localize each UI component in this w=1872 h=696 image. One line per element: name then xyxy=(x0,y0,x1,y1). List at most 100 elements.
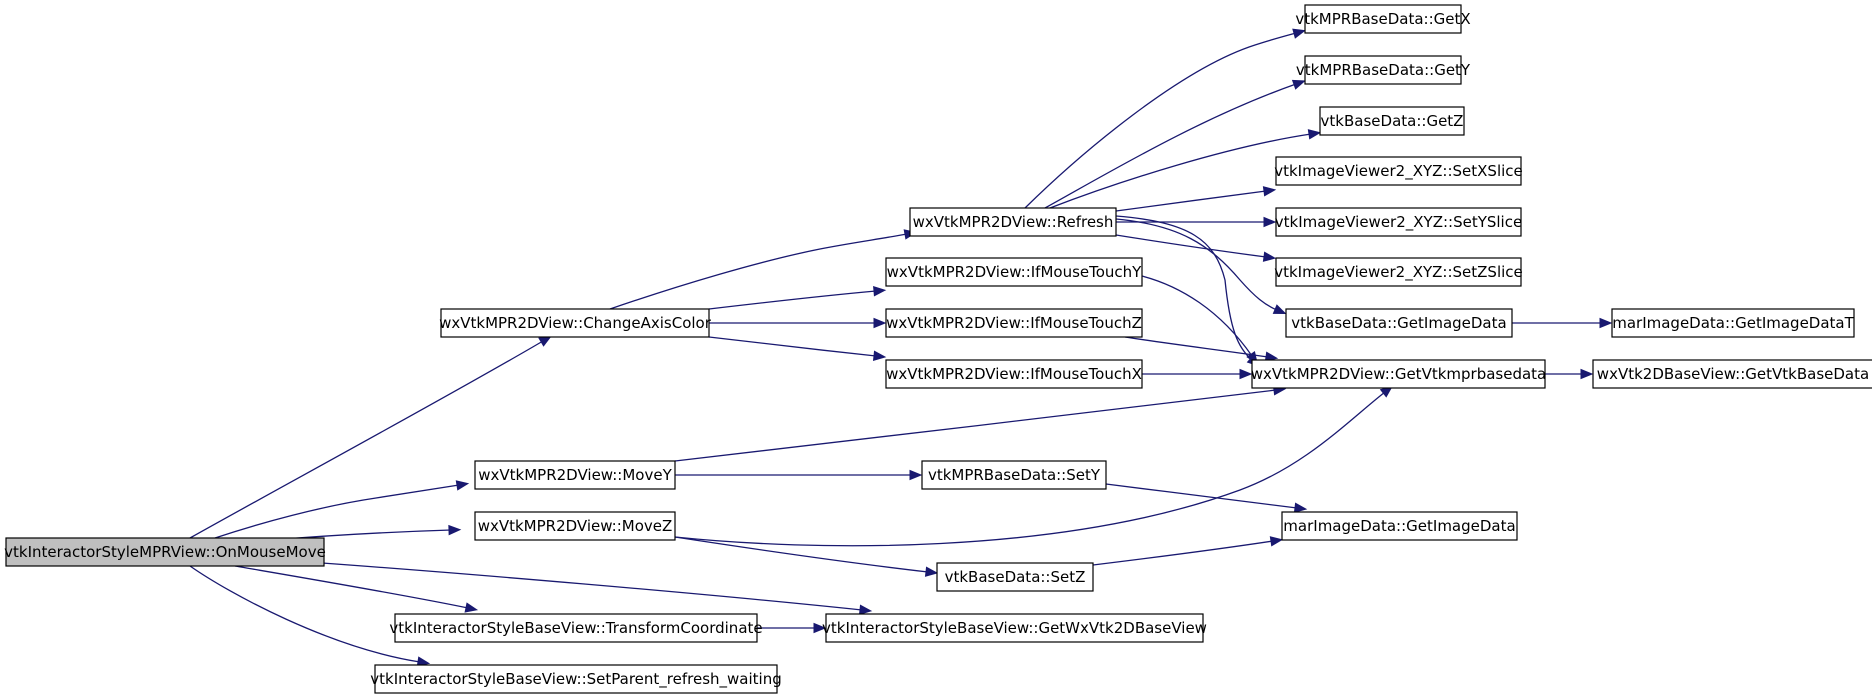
node-ifmousetouchy[interactable]: wxVtkMPR2DView::IfMouseTouchY xyxy=(885,257,1143,287)
edge-line xyxy=(189,340,544,539)
node-box[interactable] xyxy=(909,207,1117,237)
node-label[interactable]: vtkBaseData::SetZ xyxy=(945,568,1086,586)
node-box[interactable] xyxy=(1319,106,1465,136)
node-box[interactable] xyxy=(885,308,1143,338)
edge-line xyxy=(674,391,1386,547)
edge-refresh-to-setzslice xyxy=(1115,234,1277,262)
node-label[interactable]: vtkImageViewer2_XYZ::SetYSlice xyxy=(1275,213,1522,232)
node-label[interactable]: wxVtkMPR2DView::Refresh xyxy=(913,213,1114,231)
node-box[interactable] xyxy=(885,257,1143,287)
node-label[interactable]: wxVtk2DBaseView::GetVtkBaseData xyxy=(1597,365,1869,383)
node-movey[interactable]: wxVtkMPR2DView::MoveY xyxy=(474,460,676,490)
node-mpr_getx[interactable]: vtkMPRBaseData::GetX xyxy=(1295,4,1471,34)
node-label[interactable]: vtkInteractorStyleBaseView::TransformCoo… xyxy=(389,619,762,637)
node-setyslice[interactable]: vtkImageViewer2_XYZ::SetYSlice xyxy=(1275,207,1522,237)
arrowhead-icon xyxy=(873,317,887,329)
node-changeaxiscolor[interactable]: wxVtkMPR2DView::ChangeAxisColor xyxy=(439,308,712,338)
node-box[interactable] xyxy=(1275,257,1522,287)
node-box[interactable] xyxy=(474,460,676,490)
node-getwxvtk2dbaseview[interactable]: vtkInteractorStyleBaseView::GetWxVtk2DBa… xyxy=(822,613,1207,643)
arrowhead-icon xyxy=(448,524,462,536)
node-box[interactable] xyxy=(374,664,778,694)
node-mpr_sety[interactable]: vtkMPRBaseData::SetY xyxy=(921,460,1107,490)
edge-onmousemove-to-transformcoordinate xyxy=(234,565,479,613)
edge-line xyxy=(1115,190,1267,212)
node-box[interactable] xyxy=(5,537,325,567)
node-refresh[interactable]: wxVtkMPR2DView::Refresh xyxy=(909,207,1117,237)
edge-ifmousetouchy-to-getvtkmprbasedata xyxy=(1141,275,1258,365)
edge-refresh-to-base_getimagedata xyxy=(1115,218,1287,314)
node-box[interactable] xyxy=(440,308,710,338)
node-onmousemove[interactable]: vtkInteractorStyleMPRView::OnMouseMove xyxy=(4,537,326,567)
node-box[interactable] xyxy=(1275,207,1522,237)
edge-line xyxy=(234,565,469,609)
arrowhead-icon xyxy=(873,285,887,297)
node-base_getimagedata[interactable]: vtkBaseData::GetImageData xyxy=(1285,308,1513,338)
node-box[interactable] xyxy=(1611,308,1855,338)
edge-changeaxiscolor-to-ifmousetouchy xyxy=(708,285,887,310)
edge-onmousemove-to-setparent xyxy=(189,565,431,667)
arrowhead-icon xyxy=(924,566,939,577)
node-layer: vtkInteractorStyleMPRView::OnMouseMove wx… xyxy=(4,4,1872,694)
node-label[interactable]: wxVtkMPR2DView::IfMouseTouchY xyxy=(887,263,1143,281)
node-ifmousetouchz[interactable]: wxVtkMPR2DView::IfMouseTouchZ xyxy=(885,308,1143,338)
node-label[interactable]: wxVtkMPR2DView::ChangeAxisColor xyxy=(439,314,712,332)
edge-line xyxy=(708,290,877,310)
node-setxslice[interactable]: vtkImageViewer2_XYZ::SetXSlice xyxy=(1274,156,1523,186)
node-label[interactable]: vtkBaseData::GetImageData xyxy=(1291,314,1506,332)
node-label[interactable]: vtkInteractorStyleBaseView::GetWxVtk2DBa… xyxy=(822,619,1207,637)
node-box[interactable] xyxy=(1304,55,1462,85)
node-ifmousetouchx[interactable]: wxVtkMPR2DView::IfMouseTouchX xyxy=(885,359,1143,389)
node-box[interactable] xyxy=(936,562,1094,592)
edge-line xyxy=(1044,83,1297,209)
node-box[interactable] xyxy=(1251,359,1546,389)
edge-line xyxy=(1105,483,1298,509)
node-label[interactable]: vtkMPRBaseData::GetY xyxy=(1296,61,1471,79)
edge-refresh-to-setyslice xyxy=(1116,216,1277,228)
node-label[interactable]: wxVtkMPR2DView::IfMouseTouchX xyxy=(886,365,1142,383)
node-label[interactable]: vtkMPRBaseData::GetX xyxy=(1295,10,1470,28)
node-transformcoordinate[interactable]: vtkInteractorStyleBaseView::TransformCoo… xyxy=(389,613,763,643)
arrowhead-icon xyxy=(1269,536,1284,547)
node-mar_getimagedatat[interactable]: marImageData::GetImageDataT xyxy=(1611,308,1855,338)
node-box[interactable] xyxy=(825,613,1204,643)
node-box[interactable] xyxy=(1275,156,1522,186)
node-setzslice[interactable]: vtkImageViewer2_XYZ::SetZSlice xyxy=(1274,257,1523,287)
node-box[interactable] xyxy=(1285,308,1513,338)
node-movez[interactable]: wxVtkMPR2DView::MoveZ xyxy=(474,511,676,541)
edge-base_getimagedata-to-mar_getimagedatat xyxy=(1512,317,1613,329)
edge-line xyxy=(1124,336,1269,358)
node-box[interactable] xyxy=(1281,511,1518,541)
node-box[interactable] xyxy=(394,613,758,643)
arrowhead-icon xyxy=(1307,129,1322,140)
node-label[interactable]: wxVtkMPR2DView::IfMouseTouchZ xyxy=(886,314,1142,332)
node-label[interactable]: vtkBaseData::GetZ xyxy=(1321,112,1464,130)
node-box[interactable] xyxy=(474,511,676,541)
arrowhead-icon xyxy=(813,622,827,634)
node-label[interactable]: wxVtkMPR2DView::GetVtkmprbasedata xyxy=(1251,365,1547,383)
arrowhead-icon xyxy=(1262,186,1277,197)
edge-ifmousetouchx-to-getvtkmprbasedata xyxy=(1141,368,1253,380)
node-mar_getimagedata[interactable]: marImageData::GetImageData xyxy=(1281,511,1518,541)
node-label[interactable]: wxVtkMPR2DView::MoveY xyxy=(478,466,672,484)
node-label[interactable]: marImageData::GetImageData xyxy=(1283,517,1515,535)
node-box[interactable] xyxy=(885,359,1143,389)
node-base_setz[interactable]: vtkBaseData::SetZ xyxy=(936,562,1094,592)
node-label[interactable]: vtkInteractorStyleMPRView::OnMouseMove xyxy=(4,543,326,561)
node-box[interactable] xyxy=(1304,4,1462,34)
node-box[interactable] xyxy=(921,460,1107,490)
node-getvtkmprbasedata[interactable]: wxVtkMPR2DView::GetVtkmprbasedata xyxy=(1251,359,1547,389)
node-getvtkbasedata[interactable]: wxVtk2DBaseView::GetVtkBaseData xyxy=(1592,359,1872,389)
arrowhead-icon xyxy=(1580,368,1594,380)
node-label[interactable]: vtkMPRBaseData::SetY xyxy=(928,466,1101,484)
node-label[interactable]: vtkInteractorStyleBaseView::SetParent_re… xyxy=(370,670,782,689)
node-base_getz[interactable]: vtkBaseData::GetZ xyxy=(1319,106,1465,136)
edge-line xyxy=(1115,234,1267,258)
node-label[interactable]: marImageData::GetImageDataT xyxy=(1612,314,1854,332)
node-label[interactable]: vtkImageViewer2_XYZ::SetXSlice xyxy=(1274,162,1523,181)
node-box[interactable] xyxy=(1592,359,1872,389)
node-label[interactable]: wxVtkMPR2DView::MoveZ xyxy=(478,517,673,535)
node-mpr_gety[interactable]: vtkMPRBaseData::GetY xyxy=(1296,55,1471,85)
node-label[interactable]: vtkImageViewer2_XYZ::SetZSlice xyxy=(1274,263,1523,282)
node-setparent[interactable]: vtkInteractorStyleBaseView::SetParent_re… xyxy=(370,664,782,694)
